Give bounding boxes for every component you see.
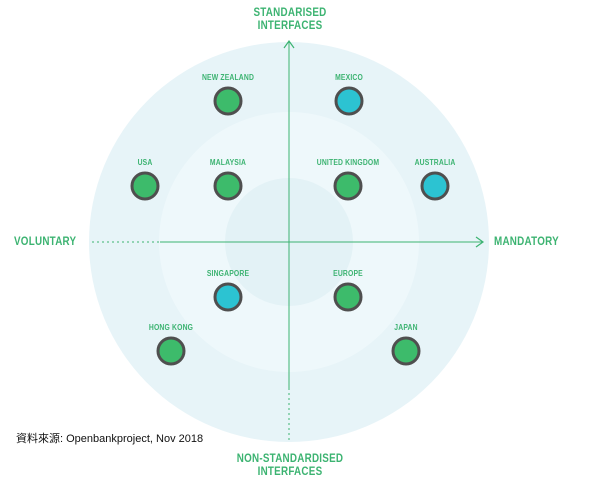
country-dot-mexico bbox=[334, 86, 364, 116]
country-dot-europe bbox=[333, 282, 363, 312]
axis-label-right: MANDATORY bbox=[494, 234, 559, 248]
top-arrowhead bbox=[283, 39, 295, 49]
axis-label-top: STANDARISED INTERFACES bbox=[233, 6, 348, 32]
country-label-hong-kong: HONG KONG bbox=[148, 323, 194, 332]
country-label-singapore: SINGAPORE bbox=[206, 269, 250, 278]
right-arrowhead bbox=[475, 236, 485, 248]
axis-label-bottom: NON-STANDARDISED INTERFACES bbox=[224, 452, 355, 478]
country-dot-usa bbox=[130, 171, 160, 201]
country-label-usa: USA bbox=[137, 158, 153, 167]
country-label-europe: EUROPE bbox=[333, 269, 363, 278]
country-label-mexico: MEXICO bbox=[335, 73, 363, 82]
axis-label-bottom-line2: INTERFACES bbox=[257, 464, 323, 478]
country-dot-united-kingdom bbox=[333, 171, 363, 201]
axis-label-left: VOLUNTARY bbox=[14, 234, 77, 248]
country-label-new-zealand: NEW ZEALAND bbox=[201, 73, 255, 82]
country-dot-hong-kong bbox=[156, 336, 186, 366]
country-label-australia: AUSTRALIA bbox=[414, 158, 456, 167]
axis-label-top-line1: STANDARISED bbox=[253, 5, 327, 19]
source-caption: 資料來源: Openbankproject, Nov 2018 bbox=[16, 433, 204, 445]
axis-label-top-line2: INTERFACES bbox=[257, 18, 323, 32]
country-dot-singapore bbox=[213, 282, 243, 312]
country-dot-malaysia bbox=[213, 171, 243, 201]
country-label-united-kingdom: UNITED KINGDOM bbox=[316, 158, 380, 167]
country-label-japan: JAPAN bbox=[394, 323, 418, 332]
country-dot-japan bbox=[391, 336, 421, 366]
axis-label-bottom-line1: NON-STANDARDISED bbox=[236, 451, 344, 465]
country-dot-new-zealand bbox=[213, 86, 243, 116]
country-label-malaysia: MALAYSIA bbox=[209, 158, 247, 167]
country-dot-australia bbox=[420, 171, 450, 201]
